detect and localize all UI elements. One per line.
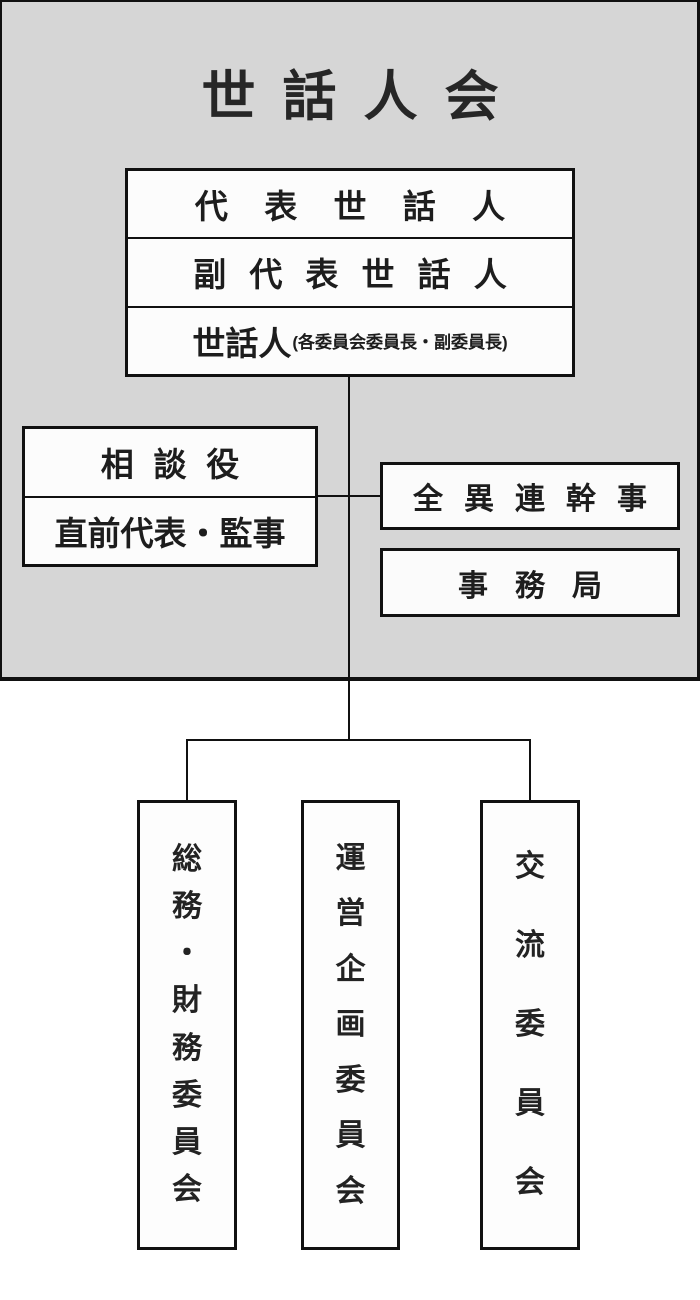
connector-drop-left [186, 739, 188, 800]
chart-title: 世話人会 [201, 67, 526, 127]
row-advisor: 相談役 [100, 446, 260, 484]
committee-label: 交流委員会 [515, 850, 545, 1199]
connector-committees-tee [186, 739, 531, 741]
connector-vertical-main [348, 377, 350, 740]
committee-label: 運営企画委員会 [335, 841, 366, 1208]
committee-general-affairs-finance: 総務・財務委員会 [137, 800, 237, 1250]
committee-label: 総務・財務委員会 [172, 843, 202, 1206]
row-representative-caretaker: 代表世話人 [194, 188, 542, 226]
secretary-box: 全異連幹事 [380, 462, 680, 530]
secretariat-box: 事務局 [380, 548, 680, 617]
row-vice-representative-caretaker: 副代表世話人 [128, 237, 572, 305]
connector-advisors-stub [315, 495, 382, 497]
committee-exchange: 交流委員会 [480, 800, 580, 1250]
row-caretakers: 世話人 (各委員会委員長・副委員長) [128, 305, 572, 374]
advisors-box: 相談役 直前代表・監事 [22, 426, 318, 567]
caretakers-note: (各委員会委員長・副委員長) [292, 333, 508, 353]
committee-operations-planning: 運営企画委員会 [301, 800, 400, 1250]
connector-drop-right [529, 739, 531, 800]
row-past-representative-auditor: 直前代表・監事 [25, 495, 315, 565]
caretakers-label: 世話人 [192, 324, 292, 362]
leadership-box: 代表世話人 副代表世話人 世話人 (各委員会委員長・副委員長) [125, 168, 575, 377]
